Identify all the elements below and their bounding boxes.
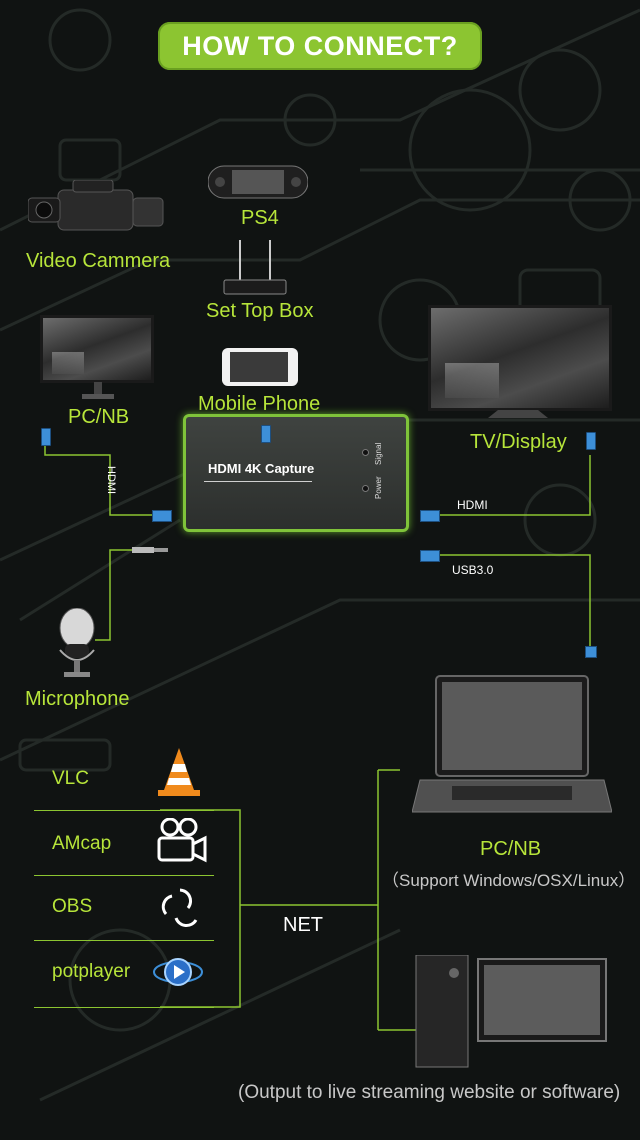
source-label-set-top-box: Set Top Box	[206, 300, 313, 323]
capture-underline	[204, 481, 312, 482]
power-led	[362, 485, 369, 492]
laptop-icon	[412, 672, 612, 822]
output-label-pc-nb: PC/NB	[480, 838, 541, 861]
tv-screen	[428, 305, 612, 411]
potplayer-play-icon	[152, 952, 204, 992]
output-label-tv-display: TV/Display	[470, 431, 567, 454]
source-label-video-camera: Video Cammera	[26, 250, 170, 273]
separator-line	[34, 810, 214, 811]
audio-jack-icon	[132, 545, 168, 555]
separator-line	[34, 940, 214, 941]
signal-label: Signal	[374, 443, 383, 465]
link-label-hdmi-out: HDMI	[457, 498, 488, 512]
usb-port-connector	[420, 550, 440, 562]
film-camera-icon	[156, 818, 208, 866]
set-top-box-icon	[220, 240, 290, 298]
separator-line	[34, 1007, 214, 1008]
mobile-phone-icon	[222, 348, 298, 388]
software-label-potplayer: potplayer	[52, 961, 130, 983]
source-label-mobile-phone: Mobile Phone	[198, 393, 320, 416]
usb-connector	[585, 646, 597, 658]
monitor-screen	[40, 315, 154, 383]
hdmi-capture-device: HDMI 4K Capture Signal Power	[183, 414, 409, 532]
hdmi-port-connector	[152, 510, 172, 522]
desktop-pc-icon	[414, 955, 609, 1070]
separator-line	[34, 875, 214, 876]
obs-logo-icon	[158, 884, 206, 932]
streaming-output-note: (Output to live streaming website or sof…	[238, 1082, 620, 1104]
vlc-cone-icon	[154, 748, 204, 800]
signal-led	[362, 449, 369, 456]
source-label-ps4: PS4	[241, 207, 279, 230]
output-label-os-support: （Support Windows/OSX/Linux）	[382, 866, 635, 891]
hdmi-connector	[41, 428, 51, 446]
software-label-amcap: AMcap	[52, 833, 111, 855]
source-label-pc-nb: PC/NB	[68, 406, 129, 429]
link-label-hdmi-in: HDMI	[105, 466, 117, 494]
link-label-net: NET	[283, 914, 323, 937]
microphone-icon	[52, 608, 102, 683]
video-camera-icon	[28, 180, 168, 240]
handheld-console-icon	[208, 162, 308, 202]
power-label: Power	[374, 476, 383, 499]
hdmi-port-connector	[420, 510, 440, 522]
hdmi-connector	[586, 432, 596, 450]
software-label-vlc: VLC	[52, 768, 89, 790]
link-label-usb: USB3.0	[452, 563, 493, 577]
software-label-obs: OBS	[52, 896, 92, 918]
hdmi-connector	[261, 425, 271, 443]
monitor-stand-icon	[78, 382, 118, 402]
source-label-microphone: Microphone	[25, 688, 130, 711]
tv-stand-icon	[478, 408, 558, 422]
capture-device-name: HDMI 4K Capture	[208, 461, 314, 476]
